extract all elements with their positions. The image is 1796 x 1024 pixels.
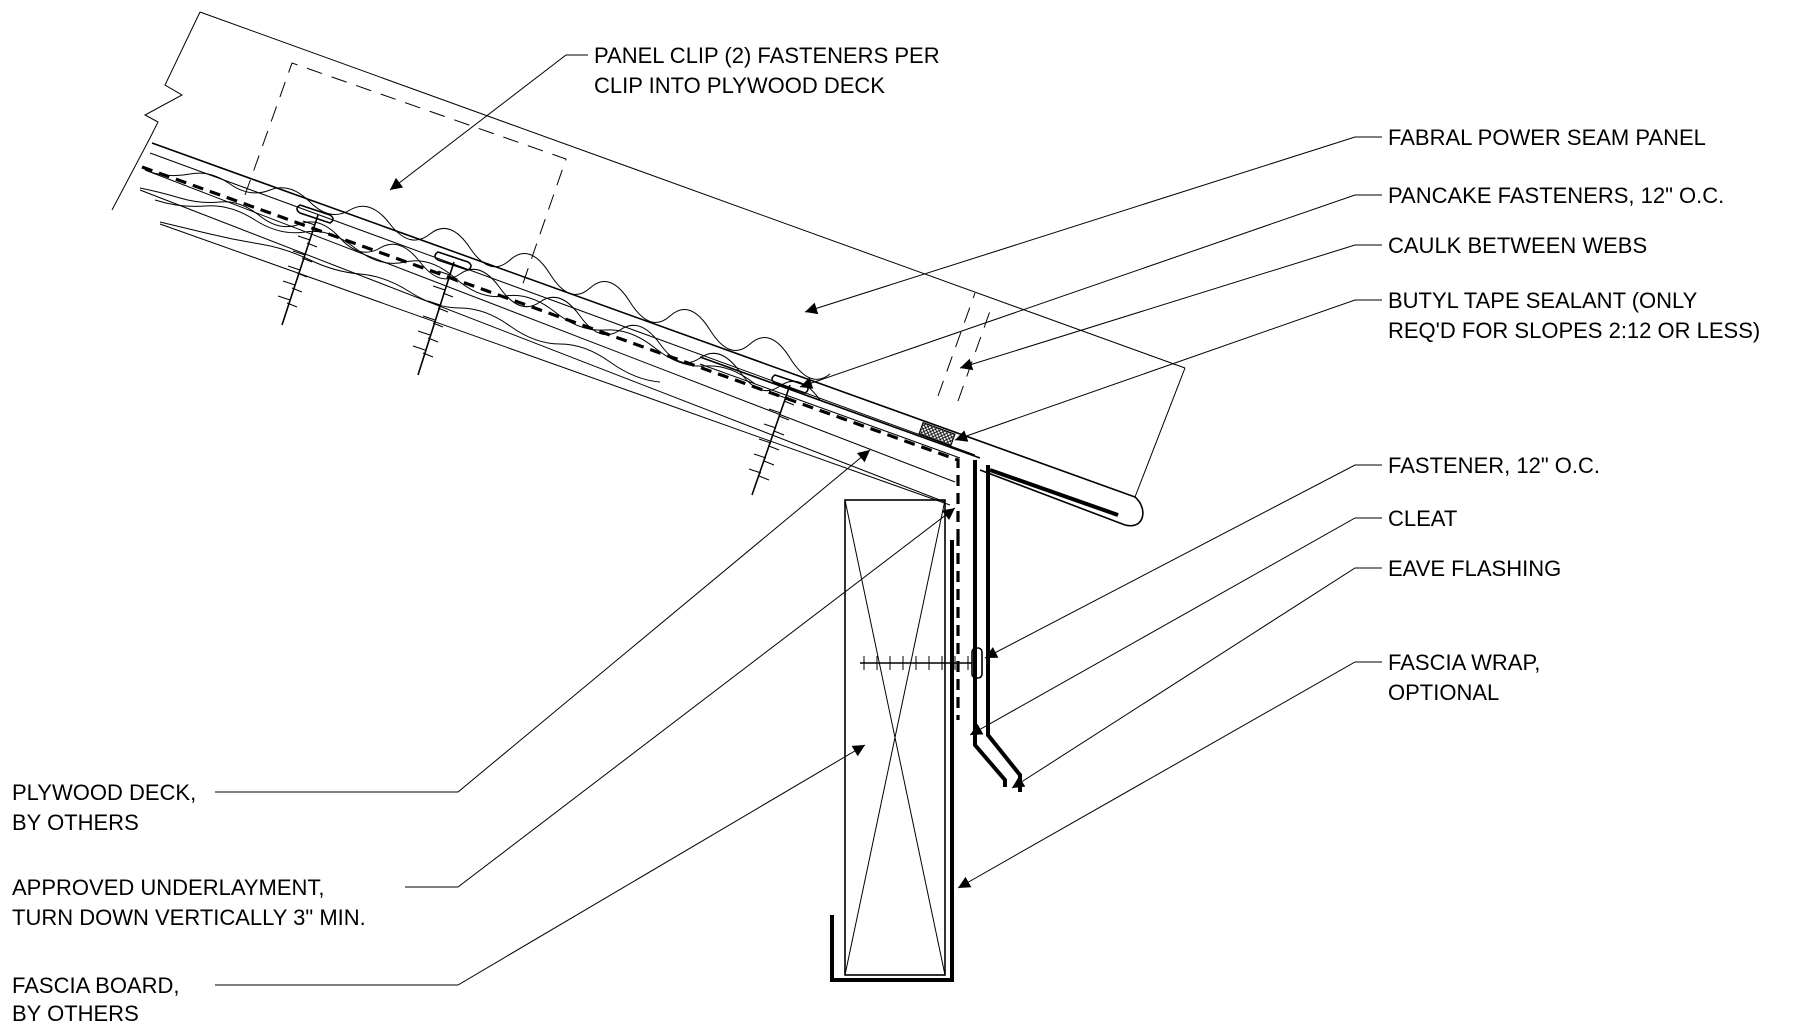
svg-text:BUTYL TAPE SEALANT (ONLY: BUTYL TAPE SEALANT (ONLY (1388, 288, 1698, 313)
clip-screw-2 (412, 251, 472, 376)
svg-text:BY OTHERS: BY OTHERS (12, 1001, 139, 1024)
svg-text:FASCIA WRAP,: FASCIA WRAP, (1388, 650, 1540, 675)
underlayment (141, 165, 960, 720)
plywood-deck (139, 169, 956, 506)
label-caulk: CAULK BETWEEN WEBS (1388, 233, 1647, 258)
svg-text:PANEL CLIP (2) FASTENERS PER: PANEL CLIP (2) FASTENERS PER (594, 43, 940, 68)
svg-text:FASTENER, 12" O.C.: FASTENER, 12" O.C. (1388, 453, 1600, 478)
svg-text:CLIP INTO PLYWOOD DECK: CLIP INTO PLYWOOD DECK (594, 73, 885, 98)
leaders (215, 54, 1382, 986)
pancake-fastener-screw (748, 374, 809, 496)
svg-text:FABRAL POWER SEAM PANEL: FABRAL POWER SEAM PANEL (1388, 125, 1706, 150)
svg-text:APPROVED UNDERLAYMENT,: APPROVED UNDERLAYMENT, (12, 875, 325, 900)
svg-text:TURN DOWN VERTICALLY 3" MIN.: TURN DOWN VERTICALLY 3" MIN. (12, 905, 366, 930)
label-eave-flashing: EAVE FLASHING (1388, 556, 1561, 581)
label-fascia-wrap: FASCIA WRAP, OPTIONAL (1388, 650, 1540, 705)
svg-text:OPTIONAL: OPTIONAL (1388, 680, 1499, 705)
label-butyl-tape: BUTYL TAPE SEALANT (ONLY REQ'D FOR SLOPE… (1388, 288, 1760, 343)
butyl-tape (918, 421, 956, 447)
panel-clip (244, 62, 991, 459)
svg-text:PLYWOOD DECK,: PLYWOOD DECK, (12, 780, 196, 805)
label-pancake-fasteners: PANCAKE FASTENERS, 12" O.C. (1388, 183, 1724, 208)
svg-text:REQ'D FOR SLOPES 2:12 OR LESS): REQ'D FOR SLOPES 2:12 OR LESS) (1388, 318, 1760, 343)
svg-text:BY OTHERS: BY OTHERS (12, 810, 139, 835)
clip-screw-1 (277, 204, 334, 326)
svg-text:FASCIA BOARD,: FASCIA BOARD, (12, 973, 180, 998)
svg-text:CLEAT: CLEAT (1388, 506, 1457, 531)
label-cleat: CLEAT (1388, 506, 1457, 531)
svg-text:EAVE FLASHING: EAVE FLASHING (1388, 556, 1561, 581)
label-underlayment: APPROVED UNDERLAYMENT, TURN DOWN VERTICA… (12, 875, 366, 930)
panel-surface (149, 142, 1144, 527)
svg-text:CAULK BETWEEN WEBS: CAULK BETWEEN WEBS (1388, 233, 1647, 258)
label-plywood-deck: PLYWOOD DECK, BY OTHERS (12, 780, 196, 835)
label-fastener: FASTENER, 12" O.C. (1388, 453, 1600, 478)
fascia-wrap (830, 540, 954, 982)
label-panel: FABRAL POWER SEAM PANEL (1388, 125, 1706, 150)
fascia-fastener (860, 647, 983, 679)
fascia-board (844, 499, 946, 976)
roof-panel-outline (111, 11, 1186, 498)
label-fascia-board: FASCIA BOARD, BY OTHERS (12, 973, 180, 1024)
svg-text:PANCAKE FASTENERS, 12" O.C.: PANCAKE FASTENERS, 12" O.C. (1388, 183, 1724, 208)
label-panel-clip: PANEL CLIP (2) FASTENERS PER CLIP INTO P… (594, 43, 940, 98)
